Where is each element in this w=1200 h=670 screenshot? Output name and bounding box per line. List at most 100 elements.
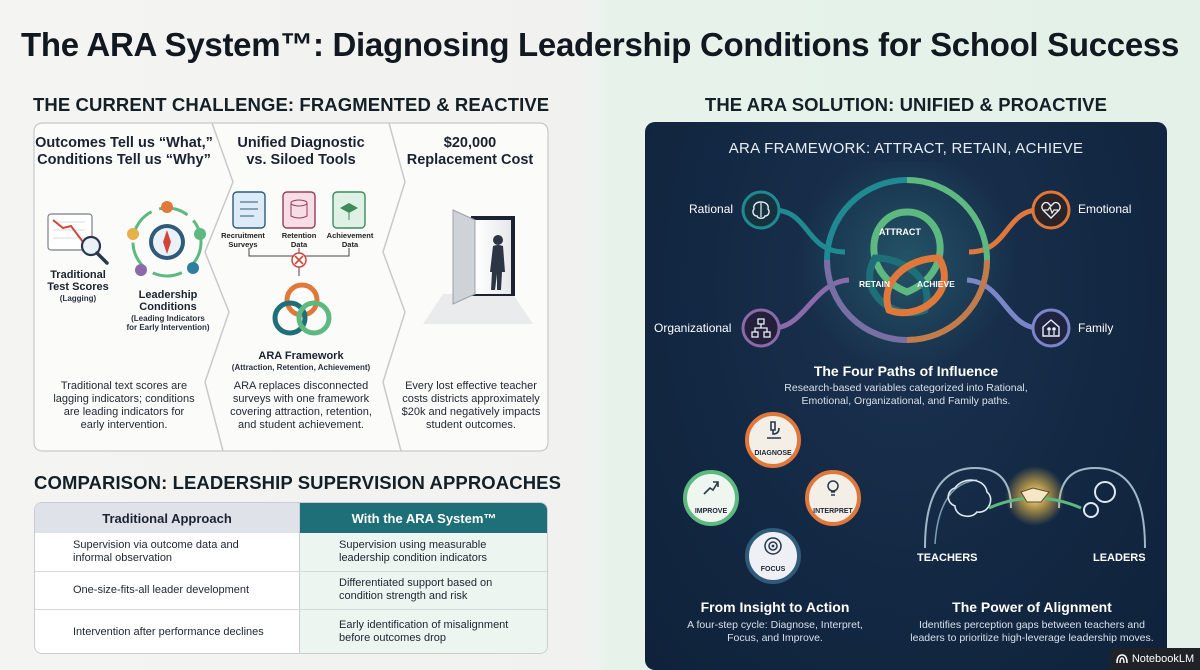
insight-description: A four-step cycle: Diagnose, Interpret, … (655, 619, 895, 644)
four-paths-title: The Four Paths of Influence (813, 363, 999, 379)
alignment-description: Identifies perception gaps between teach… (907, 619, 1157, 644)
solution-panel: ARA FRAMEWORK: ATTRACT, RETAIN, ACHIEVE (645, 122, 1167, 670)
cycle-interpret-label: INTERPRET (813, 508, 853, 515)
col3-desc-line3: $20k and negatively impacts (401, 406, 541, 418)
ara-framework-sub: (Attraction, Retention, Achievement) (231, 363, 371, 372)
leadership-conditions-label-line2: Conditions (139, 301, 197, 313)
test-scores-sub: (Lagging) (59, 294, 97, 303)
path-family-label: Family (1078, 321, 1114, 335)
alignment-title: The Power of Alignment (952, 599, 1112, 615)
row3-trad-line1: Intervention after performance declines (73, 625, 264, 638)
microscope-icon (767, 421, 781, 439)
ara-framework-label: ARA Framework (258, 350, 344, 362)
row1-trad-line2: informal observation (73, 552, 173, 564)
row2-ara-line1: Differentiated support based on (339, 577, 493, 589)
row3-ara-line1: Early identification of misalignment (339, 619, 509, 631)
declining-chart-icon (47, 213, 109, 265)
table-header-ara: With the ARA System™ (299, 503, 547, 533)
col2-description: ARA replaces disconnected surveys with o… (219, 380, 383, 432)
four-paths-desc-line1: Research-based variables categorized int… (784, 382, 1028, 394)
col2-desc-line1: ARA replaces disconnected (233, 380, 369, 392)
core-retain-label: RETAIN (859, 279, 891, 289)
family-home-icon (1042, 319, 1060, 337)
core-attract-label: ATTRACT (879, 227, 921, 237)
core-achieve-label: ACHIEVE (917, 279, 955, 289)
teacher-leaving-door-icon (423, 209, 533, 324)
col1-description: Traditional text scores are lagging indi… (41, 380, 207, 432)
teachers-label: TEACHERS (917, 552, 978, 564)
leadership-conditions-sub-line1: (Leading Indicators (131, 314, 205, 323)
growth-arrow-icon (703, 481, 719, 495)
recruitment-surveys-label: Recruitment Surveys (221, 231, 265, 249)
comparison-table: Traditional Approach With the ARA System… (34, 502, 548, 654)
col1-title-line2: Conditions Tell us “Why” (37, 152, 211, 168)
alignment-desc-line1: Identifies perception gaps between teach… (919, 619, 1145, 631)
test-scores-label-line1: Traditional (50, 269, 106, 281)
solution-heading: THE ARA SOLUTION: UNIFIED & PROACTIVE (704, 94, 1108, 115)
ara-rings-icon (272, 282, 332, 336)
col2-title-line2: vs. Siloed Tools (246, 152, 356, 168)
table-header-traditional: Traditional Approach (35, 503, 299, 533)
brain-icon (752, 201, 770, 219)
insight-title: From Insight to Action (700, 599, 850, 615)
insight-desc-line1: A four-step cycle: Diagnose, Interpret, (687, 619, 863, 631)
challenge-heading: THE CURRENT CHALLENGE: FRAGMENTED & REAC… (33, 94, 550, 115)
row1-trad-line1: Supervision via outcome data and (73, 539, 239, 551)
col2-title-line1: Unified Diagnostic (237, 135, 365, 151)
compass-icon (127, 201, 206, 278)
four-paths-description: Research-based variables categorized int… (645, 382, 1167, 407)
leadership-conditions-sub-line2: for Early Intervention) (126, 323, 210, 332)
row-divider (35, 571, 547, 572)
col3-description: Every lost effective teacher costs distr… (397, 380, 545, 432)
cycle-focus-label: FOCUS (760, 566, 786, 573)
ara-framework-diagram (741, 162, 1071, 370)
comparison-heading: COMPARISON: LEADERSHIP SUPERVISION APPRO… (34, 472, 562, 493)
test-scores-label-line2: Test Scores (47, 281, 109, 293)
col3-desc-line4: student outcomes. (426, 419, 516, 431)
four-paths-desc-line2: Emotional, Organizational, and Family pa… (801, 394, 1011, 407)
col3-desc-line2: costs districts approximately (402, 393, 540, 405)
leaders-label: LEADERS (1093, 552, 1146, 564)
test-scores-label: Traditional Test Scores (37, 269, 119, 293)
table-row-2-traditional: One-size-fits-all leader development (73, 571, 297, 609)
retention-data-label: Retention Data (278, 231, 320, 249)
ara-column-bg (299, 533, 547, 653)
tool1-line2: Surveys (228, 239, 258, 249)
col1-desc-line4: early intervention. (80, 419, 168, 431)
row2-ara-line2: condition strength and risk (339, 590, 468, 602)
col3-title: $20,000 Replacement Cost (391, 135, 549, 169)
page-title: The ARA System™: Diagnosing Leadership C… (21, 26, 1179, 63)
tool2-line1: Retention (281, 231, 317, 240)
col1-desc-line3: are leading indicators for (63, 406, 185, 418)
alignment-diagram (924, 466, 1146, 549)
cycle-diagnose-label: DIAGNOSE (754, 450, 792, 457)
col1-title: Outcomes Tell us “What,” Conditions Tell… (33, 135, 215, 169)
challenge-panel: Outcomes Tell us “What,” Conditions Tell… (33, 122, 549, 452)
col1-desc-line2: lagging indicators; conditions (53, 393, 195, 405)
col3-title-line2: Replacement Cost (406, 152, 534, 168)
lightbulb-icon (827, 480, 839, 496)
cycle-improve-label: IMPROVE (694, 508, 728, 515)
target-icon (764, 537, 782, 555)
notebooklm-badge-text: NotebookLM (1131, 653, 1195, 665)
notebooklm-badge: NotebookLM (1110, 648, 1200, 670)
col2-desc-line4: and student achievement. (238, 419, 364, 431)
heart-pulse-icon (1041, 201, 1061, 219)
path-organizational-label: Organizational (654, 321, 732, 335)
leadership-conditions-label: Leadership Conditions (125, 289, 211, 313)
tool3-line1: Achievement (326, 231, 374, 240)
achievement-data-label: Achievement Data (325, 231, 375, 249)
row-divider (35, 609, 547, 610)
column-divider (299, 503, 300, 653)
table-row-3-traditional: Intervention after performance declines (73, 609, 297, 653)
col3-desc-line1: Every lost effective teacher (405, 380, 537, 392)
four-step-cycle-diagram (683, 412, 861, 584)
siloed-tools-diagram (232, 191, 366, 276)
leadership-conditions-sub: (Leading Indicators for Early Interventi… (119, 314, 217, 332)
insight-desc-line2: Focus, and Improve. (727, 631, 823, 644)
path-rational-label: Rational (689, 202, 734, 216)
